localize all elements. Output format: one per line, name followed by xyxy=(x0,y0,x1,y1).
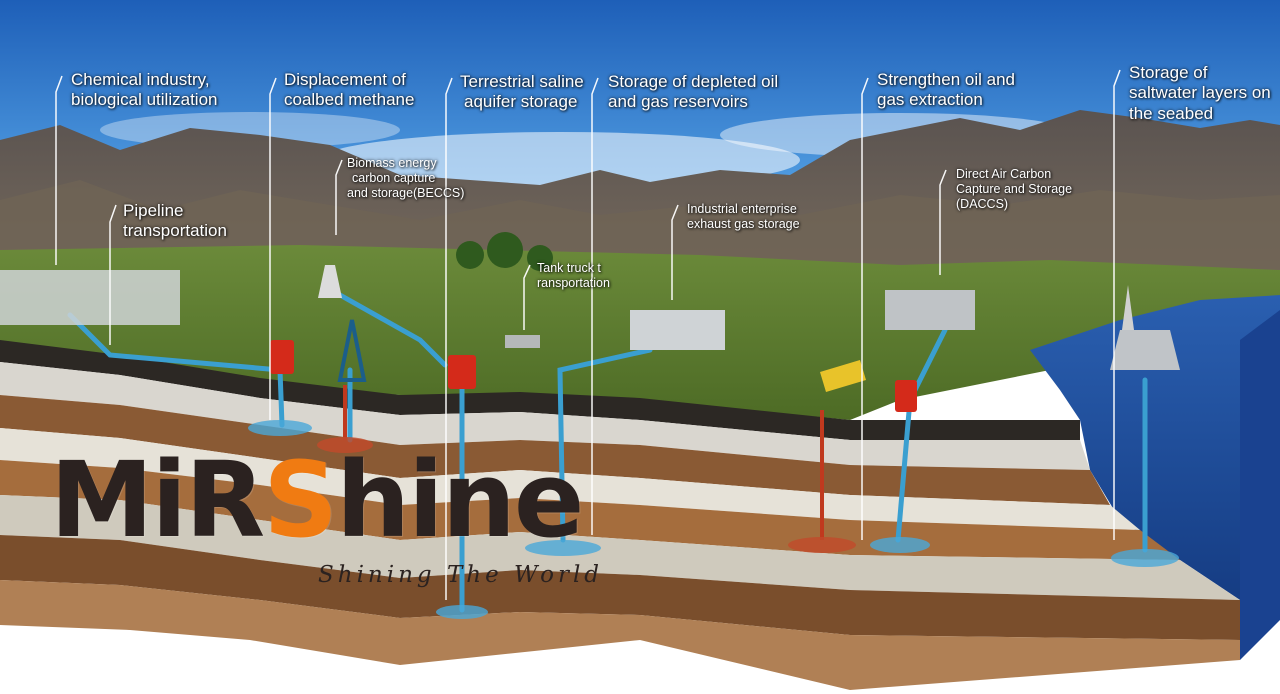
leader-line xyxy=(109,204,117,345)
label-line: Capture and Storage xyxy=(956,182,1073,196)
wellhead xyxy=(448,355,476,389)
logo-text: hine xyxy=(336,439,584,561)
leader-lines xyxy=(55,69,1121,600)
co2-plume xyxy=(870,537,930,553)
wellheads xyxy=(270,340,917,412)
label-saline-aquifer: Terrestrial saline aquifer storage xyxy=(460,72,584,113)
stratum xyxy=(0,535,1240,640)
label-strengthen-extraction: Strengthen oil and gas extraction xyxy=(877,70,1015,111)
brand-tagline: Shining The World xyxy=(318,562,604,588)
label-line: Biomass energy xyxy=(347,156,437,170)
forest-grove xyxy=(456,241,484,269)
sea-column-side xyxy=(1240,310,1280,660)
cooling-tower xyxy=(318,265,342,298)
label-industrial-exhaust: Industrial enterprise exhaust gas storag… xyxy=(687,202,800,232)
label-line: Terrestrial saline xyxy=(460,72,584,91)
stratum xyxy=(0,428,1140,530)
label-line: ransportation xyxy=(537,276,610,290)
label-line: and storage(BECCS) xyxy=(347,186,465,200)
co2-plume xyxy=(525,540,601,556)
industrial-plant xyxy=(630,310,725,350)
pipelines xyxy=(67,292,1148,613)
label-coalbed-methane: Displacement of coalbed methane xyxy=(284,70,414,111)
label-depleted-reservoirs: Storage of depleted oil and gas reservoi… xyxy=(608,72,778,113)
leader-line xyxy=(335,159,343,235)
leader-line xyxy=(1113,69,1121,540)
co2-plume xyxy=(436,605,488,619)
label-line: aquifer storage xyxy=(464,92,578,112)
stratum xyxy=(0,495,1240,600)
co2-plume xyxy=(788,537,856,553)
stratum xyxy=(0,340,1080,440)
label-line: Direct Air Carbon xyxy=(956,167,1052,181)
forest-grove xyxy=(487,232,523,268)
refinery xyxy=(0,270,180,325)
label-line: the seabed xyxy=(1129,103,1214,123)
label-seabed-storage: Storage of saltwater layers on the seabe… xyxy=(1129,63,1271,124)
logo-accent-letter: S xyxy=(263,439,338,561)
pipeline xyxy=(337,292,448,368)
logo-text: MiR xyxy=(50,439,265,561)
offshore-rig-tower xyxy=(1122,285,1134,330)
pipeline xyxy=(67,312,285,428)
stratum xyxy=(0,580,1240,690)
stratum xyxy=(0,362,1090,470)
label-line: Tank truck t xyxy=(537,261,601,275)
leader-line xyxy=(269,77,277,420)
drilling-derrick xyxy=(337,319,367,382)
label-tank-truck: Tank truck t ransportation xyxy=(537,261,610,291)
label-line: gas extraction xyxy=(877,90,983,110)
label-line: saltwater layers on xyxy=(1129,83,1271,103)
sea xyxy=(1030,295,1280,620)
pumpjack xyxy=(820,360,866,392)
label-line: Displacement of xyxy=(284,70,406,89)
label-line: Chemical industry, xyxy=(71,70,210,89)
forest-grove xyxy=(527,245,553,271)
label-line: Storage of depleted oil xyxy=(608,72,779,91)
label-chemical-industry: Chemical industry, biological utilizatio… xyxy=(71,70,217,111)
label-line: coalbed methane xyxy=(284,90,415,110)
wellhead xyxy=(895,380,917,412)
label-line: Pipeline xyxy=(123,201,184,220)
co2-plume xyxy=(248,420,312,436)
co2-plume xyxy=(1111,549,1179,567)
label-line: Industrial enterprise xyxy=(687,202,797,216)
stratum xyxy=(0,395,1110,505)
label-line: carbon capture xyxy=(352,171,436,185)
ground-cross-section xyxy=(0,310,1280,690)
label-line: and gas reservoirs xyxy=(608,92,748,112)
cloud xyxy=(320,132,800,188)
label-line: Strengthen oil and xyxy=(877,70,1015,89)
label-daccs: Direct Air Carbon Capture and Storage (D… xyxy=(956,167,1072,212)
label-line: exhaust gas storage xyxy=(687,217,800,231)
leader-line xyxy=(55,75,63,265)
leader-line xyxy=(523,264,531,330)
co2-plume xyxy=(317,437,373,453)
tank-truck xyxy=(505,335,540,348)
daccs-facility xyxy=(885,290,975,330)
label-line: biological utilization xyxy=(71,90,218,110)
facilities xyxy=(0,232,975,350)
leader-line xyxy=(445,77,453,600)
label-beccs: Biomass energy carbon capture and storag… xyxy=(347,156,464,201)
leader-line xyxy=(939,169,947,275)
leader-line xyxy=(591,77,599,535)
stratum xyxy=(0,460,1180,560)
brand-logo: MiRShine xyxy=(50,448,584,552)
pipeline xyxy=(557,347,653,543)
leader-line xyxy=(861,77,869,540)
label-line: transportation xyxy=(123,221,227,241)
label-line: Storage of xyxy=(1129,63,1208,82)
offshore-platform xyxy=(1110,330,1180,370)
label-pipeline-transportation: Pipeline transportation xyxy=(123,201,227,242)
leader-line xyxy=(671,204,679,300)
injection-wells xyxy=(343,385,824,540)
wellhead xyxy=(270,340,294,374)
label-line: (DACCS) xyxy=(956,197,1009,211)
co2-plumes xyxy=(248,420,1179,619)
